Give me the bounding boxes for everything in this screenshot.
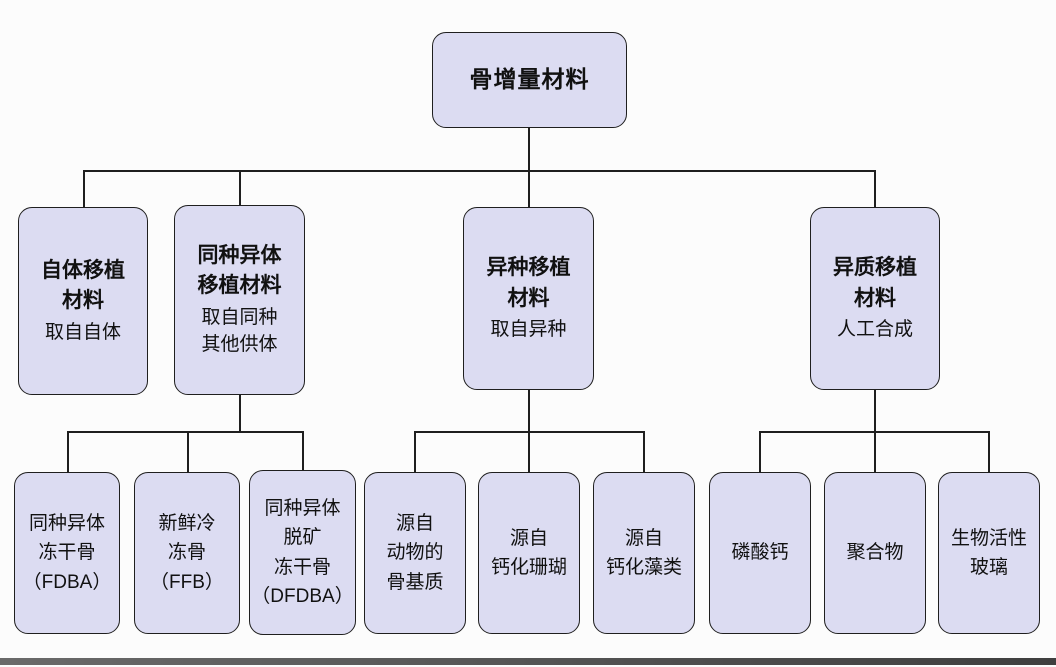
connector-line (67, 432, 69, 472)
node-bioactive-glass: 生物活性 玻璃 (938, 472, 1040, 634)
node-title: 同种异体 脱矿 冻干骨 （DFDBA） (251, 497, 354, 607)
node-xenograft-materials: 异种移植 材料 取自异种 (463, 207, 594, 390)
node-fdba: 同种异体 冻干骨 （FDBA） (14, 472, 120, 634)
node-title: 聚合物 (846, 542, 904, 564)
node-dfdba: 同种异体 脱矿 冻干骨 （DFDBA） (249, 470, 356, 635)
node-calcium-phosphate: 磷酸钙 (709, 472, 811, 634)
node-title: 磷酸钙 (731, 542, 789, 564)
connector-line (643, 432, 645, 472)
node-title: 生物活性 玻璃 (950, 527, 1027, 578)
connector-line (83, 170, 876, 172)
connector-line (988, 432, 990, 472)
connector-line (528, 171, 530, 207)
node-animal-bone-matrix: 源自 动物的 骨基质 (364, 472, 466, 634)
connector-line (874, 432, 876, 472)
node-title: 骨增量材料 (469, 66, 590, 93)
connector-line (414, 432, 416, 472)
node-root-bone-augmentation-materials: 骨增量材料 (432, 32, 627, 128)
node-alloplast-materials: 异质移植 材料 人工合成 (810, 207, 940, 390)
node-title: 异质移植 材料 (833, 256, 917, 310)
node-title: 源自 钙化珊瑚 (490, 527, 567, 578)
node-subtitle: 取自异种 (490, 319, 567, 341)
node-autograft-materials: 自体移植 材料 取自自体 (18, 207, 148, 395)
node-title: 同种异体 冻干骨 （FDBA） (22, 512, 112, 593)
node-polymer: 聚合物 (824, 472, 926, 634)
connector-line (239, 395, 241, 433)
connector-line (759, 432, 761, 472)
connector-line (83, 171, 85, 207)
connector-line (528, 390, 530, 433)
connector-line (239, 171, 241, 205)
node-calcified-algae: 源自 钙化藻类 (593, 472, 695, 634)
node-subtitle: 取自同种 其他供体 (201, 306, 278, 356)
connector-line (187, 432, 189, 472)
node-title: 源自 动物的 骨基质 (386, 512, 444, 593)
node-title: 源自 钙化藻类 (605, 527, 682, 578)
node-calcified-coral: 源自 钙化珊瑚 (478, 472, 580, 634)
connector-line (528, 128, 530, 171)
node-subtitle: 取自自体 (44, 321, 121, 343)
page-edge (0, 658, 1056, 665)
node-title: 自体移植 材料 (41, 258, 125, 313)
connector-line (528, 432, 530, 472)
connector-line (874, 171, 876, 207)
node-subtitle: 人工合成 (836, 319, 913, 341)
node-allograft-materials: 同种异体 移植材料 取自同种 其他供体 (174, 205, 305, 395)
node-title: 同种异体 移植材料 (197, 244, 282, 298)
connector-line (67, 431, 304, 433)
connector-line (874, 390, 876, 433)
node-title: 异种移植 材料 (486, 256, 571, 310)
connector-line (302, 432, 304, 470)
node-ffb: 新鲜冷 冻骨 （FFB） (134, 472, 240, 634)
node-title: 新鲜冷 冻骨 （FFB） (150, 512, 224, 593)
